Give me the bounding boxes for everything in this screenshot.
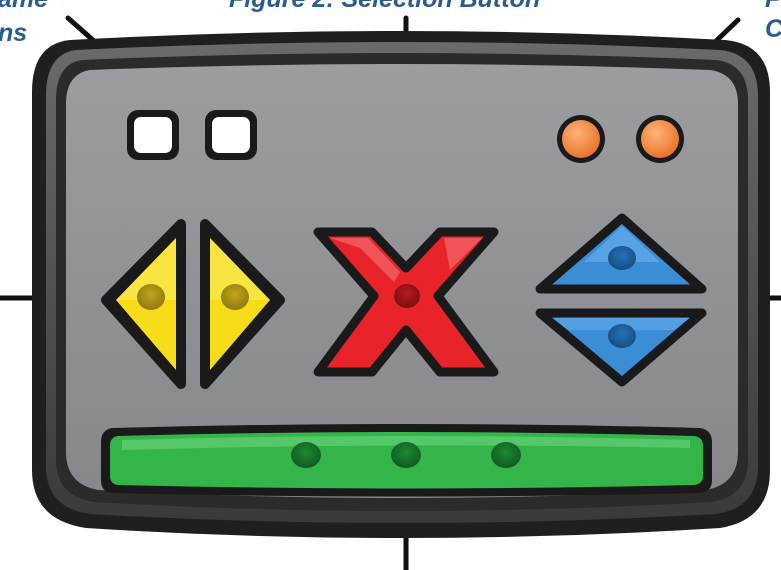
- caption-left-line-1: ame: [0, 0, 48, 12]
- square-button-left[interactable]: [127, 110, 179, 160]
- orange-button-right[interactable]: [636, 115, 684, 163]
- green-bar-button[interactable]: [101, 424, 712, 497]
- caption-right-line-1: F: [765, 0, 780, 12]
- square-button-right[interactable]: [205, 110, 257, 160]
- green-bar-dot-2: [391, 442, 421, 468]
- green-bar-dot-3: [491, 442, 521, 468]
- orange-button-left[interactable]: [557, 115, 605, 163]
- caption-right-line-2: C: [765, 16, 781, 42]
- caption-left-line-2: ns: [0, 20, 27, 46]
- green-bar-dot-1: [291, 442, 321, 468]
- caption-selection-button: Figure 2: Selection Button: [229, 0, 540, 12]
